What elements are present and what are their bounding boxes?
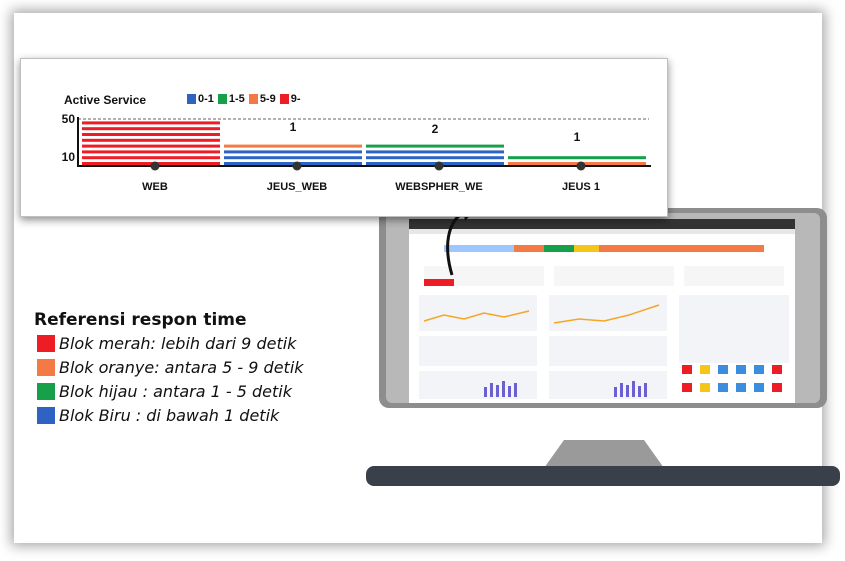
legend-label: 9- (290, 93, 301, 105)
reference-item-text: Blok merah: lebih dari 9 detik (59, 334, 297, 353)
response-block (366, 156, 504, 160)
response-block (366, 162, 504, 165)
screen-timeline (514, 245, 764, 252)
category-marker (150, 161, 160, 171)
response-block (508, 156, 646, 160)
x-tick-label: JEUS 1 (562, 181, 600, 193)
monitor-power-button (597, 418, 611, 432)
response-block (82, 133, 220, 136)
legend-label: 5-9 (259, 93, 276, 105)
reference-item-text: Blok hijau : antara 1 - 5 detik (59, 382, 292, 401)
legend-swatch (279, 94, 289, 104)
legend-item-1-5: 1-5 (217, 93, 245, 105)
reference-item-red: Blok merah: lebih dari 9 detik (37, 334, 296, 353)
category-marker (434, 161, 444, 171)
reference-item-text: Blok Biru : di bawah 1 detik (59, 406, 280, 425)
reference-item-text: Blok oranye: antara 5 - 9 detik (59, 358, 304, 377)
orange-swatch (37, 359, 55, 376)
screen-topbar (409, 219, 795, 229)
legend-item-5-9: 5-9 (248, 93, 276, 105)
monitor-illustration (366, 208, 840, 486)
count-label: 2 (432, 122, 439, 136)
red-swatch (37, 335, 55, 352)
response-block (82, 150, 220, 154)
y-tick-label: 50 (62, 112, 76, 126)
x-tick-label: WEBSPHER_WE (395, 181, 482, 193)
response-block (224, 156, 362, 160)
response-block (82, 138, 220, 142)
monitor-base (366, 466, 840, 486)
legend-swatch (217, 94, 227, 104)
legend-item-0-1: 0-1 (187, 93, 214, 105)
legend-label: 1-5 (228, 93, 245, 105)
category-marker (292, 161, 302, 171)
response-block (82, 144, 220, 148)
reference-item-blue: Blok Biru : di bawah 1 detik (37, 406, 279, 425)
y-tick-label: 10 (62, 150, 76, 164)
response-block (366, 144, 504, 148)
category-marker (576, 161, 586, 171)
screen-tiles (682, 365, 782, 392)
legend-item-9-plus: 9- (279, 93, 301, 105)
green-swatch (37, 383, 55, 400)
chart-legend: 0-1 1-5 5-9 9- (187, 93, 301, 105)
count-label: 1 (290, 120, 297, 134)
blue-swatch (37, 407, 55, 424)
response-block (224, 144, 362, 148)
screen-menubar (409, 229, 795, 234)
monitor-stand (544, 440, 664, 468)
chart-title: Active Service (64, 93, 147, 107)
count-label: 1 (574, 130, 581, 144)
reference-title: Referensi respon time (34, 310, 247, 330)
response-block (224, 162, 362, 165)
reference-item-green: Blok hijau : antara 1 - 5 detik (37, 382, 292, 401)
reference-item-orange: Blok oranye: antara 5 - 9 detik (37, 358, 304, 377)
response-block (224, 150, 362, 154)
x-tick-label: JEUS_WEB (267, 181, 328, 193)
legend-swatch (248, 94, 258, 104)
response-block (82, 121, 220, 125)
response-block (82, 127, 220, 131)
response-block (366, 150, 504, 154)
legend-label: 0-1 (198, 93, 214, 105)
response-block (82, 162, 220, 165)
response-block (508, 162, 646, 165)
x-tick-label: WEB (142, 181, 168, 193)
legend-swatch (187, 94, 196, 104)
response-block (82, 156, 220, 160)
